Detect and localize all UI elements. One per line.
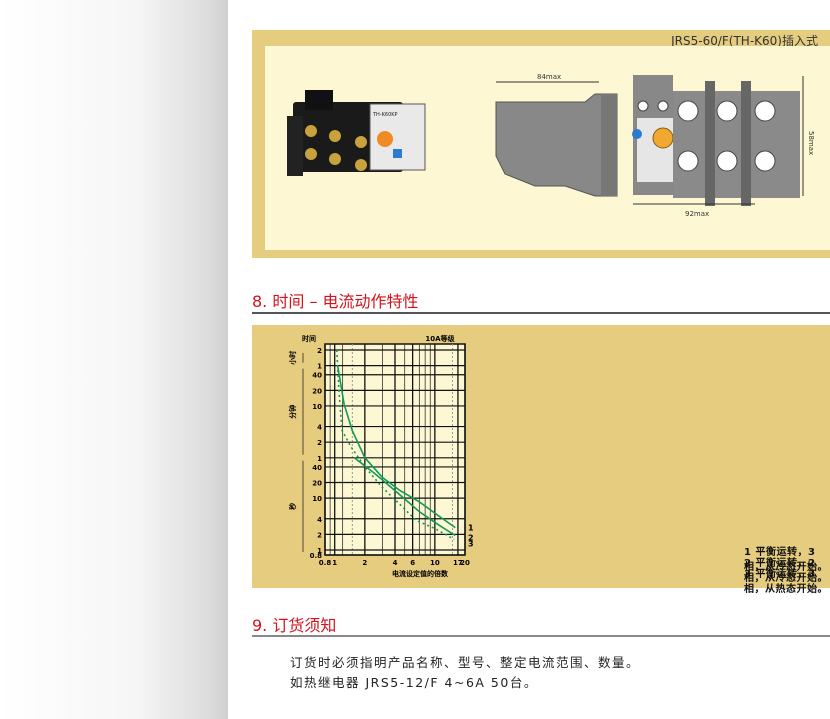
side-view-drawing: 84max bbox=[495, 73, 618, 197]
y-unit-label: 秒 bbox=[288, 503, 297, 510]
x-tick-label: 20 bbox=[460, 559, 470, 567]
product-panel: JRS5-60/F(TH-K60)插入式 TH-K60KP 84max 92ma… bbox=[252, 30, 830, 258]
y-tick-label: 0.8 bbox=[310, 552, 323, 560]
y-tick-label: 1 bbox=[317, 547, 322, 555]
x-tick-label: 2 bbox=[362, 559, 367, 567]
legend-item-1: 1 平衡运转，3相，从冷态开始。 bbox=[744, 547, 828, 573]
order-note-line-2: 如热继电器 JRS5-12/F 4~6A 50台。 bbox=[290, 675, 538, 690]
y-tick-label: 4 bbox=[317, 516, 322, 524]
x-axis-title: 电流设定值的倍数 bbox=[392, 569, 449, 578]
x-tick-label: 1 bbox=[332, 559, 337, 567]
section-8-divider bbox=[252, 312, 830, 314]
section-8-heading: 8. 时间 – 电流动作特性 bbox=[252, 292, 419, 311]
svg-text:84max: 84max bbox=[537, 73, 561, 81]
order-note-line-1: 订货时必须指明产品名称、型号、整定电流范围、数量。 bbox=[290, 655, 641, 670]
device-label: TH-K60KP bbox=[372, 112, 398, 118]
legend-item-2: 2 平衡运转，2相，从冷态开始。 bbox=[744, 558, 828, 584]
front-view-drawing: 92max 58max bbox=[632, 75, 815, 218]
x-tick-label: 17 bbox=[453, 559, 463, 567]
y-tick-label: 2 bbox=[317, 439, 322, 447]
curve-label-1: 1 bbox=[468, 524, 474, 533]
y-tick-label: 2 bbox=[317, 531, 322, 539]
section-9-divider bbox=[252, 635, 830, 637]
curve-1 bbox=[336, 365, 456, 529]
model-label: JRS5-60/F(TH-K60)插入式 bbox=[671, 34, 818, 48]
curve-label-2: 2 bbox=[468, 534, 474, 543]
curve-2 bbox=[353, 457, 456, 537]
product-image-area: TH-K60KP 84max 92max 58max bbox=[265, 46, 830, 250]
curve-3 bbox=[336, 349, 455, 541]
y-tick-label: 4 bbox=[317, 424, 322, 432]
section-9-heading: 9. 订货须知 bbox=[252, 616, 337, 635]
y-unit-label: 小时 bbox=[288, 351, 297, 366]
x-tick-label: 4 bbox=[393, 559, 398, 567]
legend-item-3: 3 平衡运转，3相，从热态开始。 bbox=[744, 569, 828, 595]
y-tick-label: 2 bbox=[317, 347, 322, 355]
y-tick-label: 40 bbox=[312, 372, 322, 380]
y-tick-label: 40 bbox=[312, 464, 322, 472]
y-tick-label: 1 bbox=[317, 363, 322, 371]
curve-label-3: 3 bbox=[468, 539, 474, 548]
y-tick-label: 1 bbox=[317, 455, 322, 463]
y-tick-label: 10 bbox=[312, 403, 322, 411]
y-tick-label: 10 bbox=[312, 495, 322, 503]
chart-title: 10A等级 bbox=[425, 334, 455, 343]
svg-text:92max: 92max bbox=[685, 210, 709, 218]
svg-text:58max: 58max bbox=[807, 131, 815, 155]
y-tick-label: 20 bbox=[312, 480, 322, 488]
relay-photo: TH-K60KP bbox=[287, 90, 426, 176]
y-tick-label: 20 bbox=[312, 387, 322, 395]
left-margin-shade bbox=[0, 0, 228, 719]
y-axis-title: 时间 bbox=[302, 334, 316, 343]
x-tick-label: 6 bbox=[410, 559, 415, 567]
product-illustrations: TH-K60KP 84max 92max 58max bbox=[287, 73, 815, 218]
x-tick-label: 10 bbox=[430, 559, 440, 567]
y-unit-label: 分钟 bbox=[288, 405, 297, 419]
x-tick-label: 0.8 bbox=[319, 559, 332, 567]
